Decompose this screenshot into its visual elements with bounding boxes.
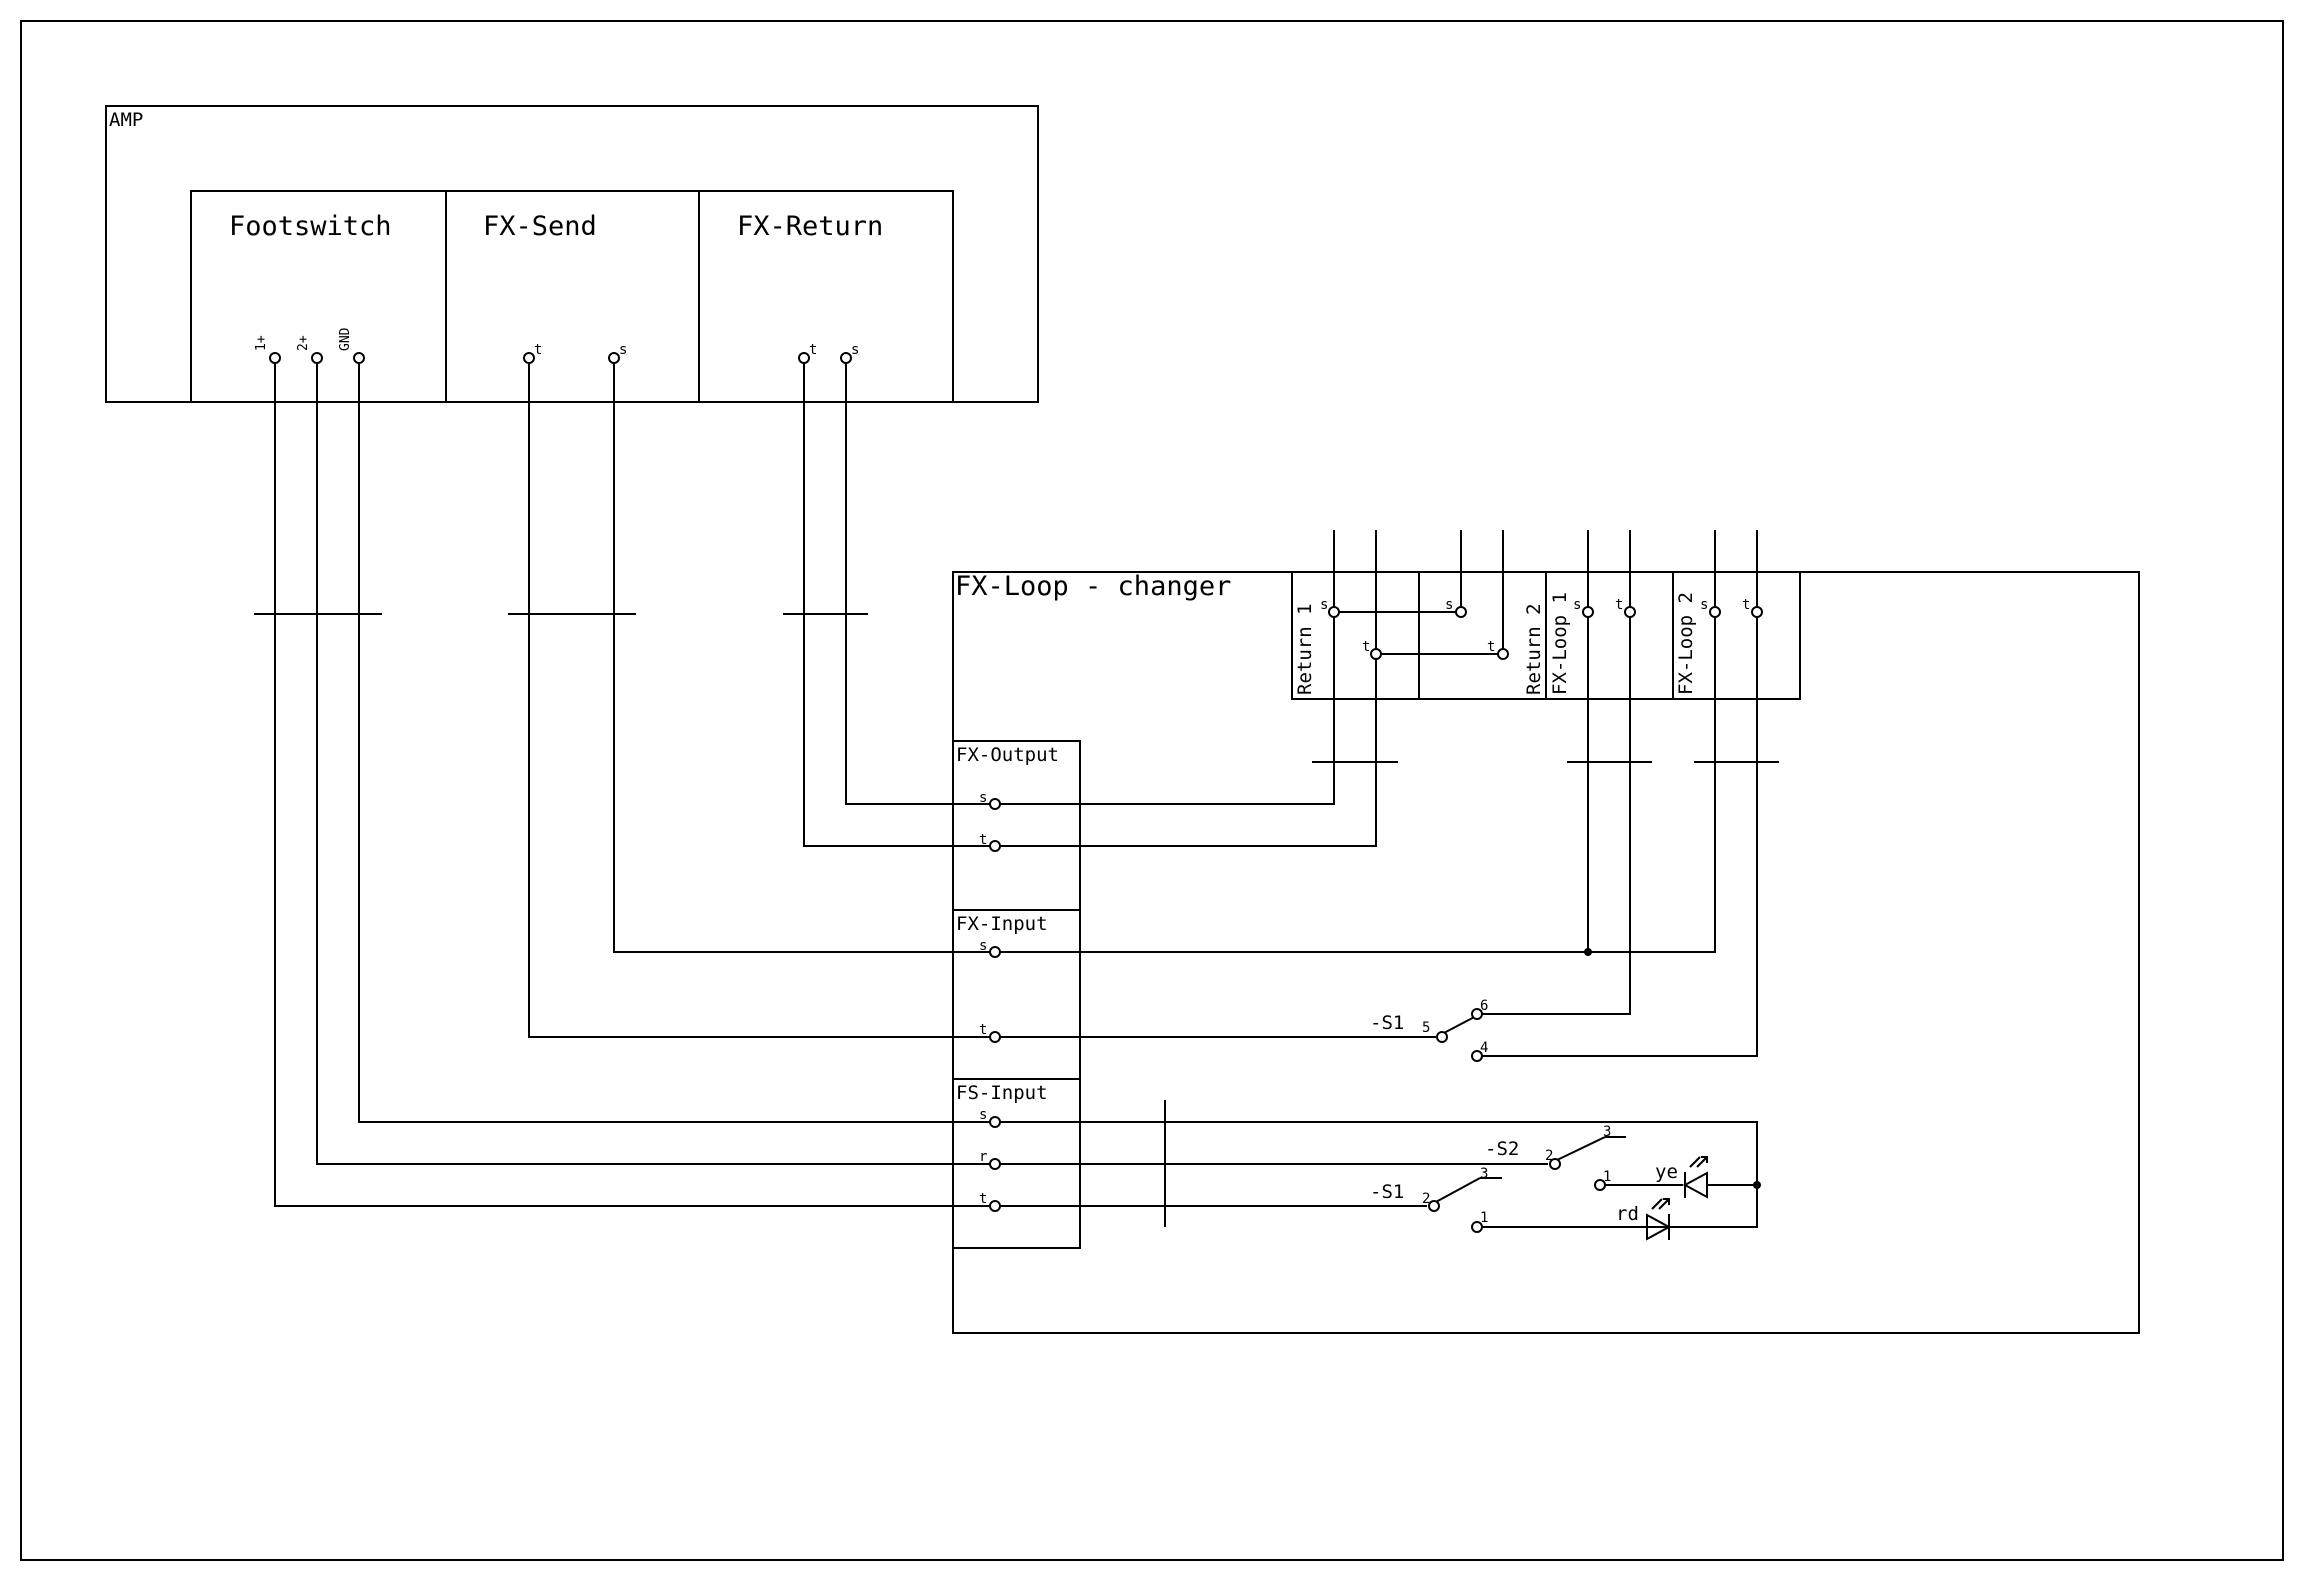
fx-output-s-label: s bbox=[979, 790, 987, 806]
amp-title: AMP bbox=[109, 109, 143, 131]
jack-fxloop2-label: FX-Loop 2 bbox=[1675, 592, 1697, 695]
fs-input-r-label: r bbox=[979, 1149, 987, 1165]
jack-return1-s-label: s bbox=[1320, 597, 1328, 613]
switch-s1-bottom-pin3: 3 bbox=[1480, 1166, 1488, 1182]
switch-s1-top-pin6: 6 bbox=[1480, 998, 1488, 1014]
fs-input-s-label: s bbox=[979, 1107, 987, 1123]
jack-fxloop1-s-label: s bbox=[1573, 597, 1581, 613]
fx-input-jack bbox=[952, 909, 1081, 1080]
fx-input-label: FX-Input bbox=[956, 913, 1048, 935]
switch-s2-pin1: 1 bbox=[1603, 1169, 1611, 1185]
jack-return1-label: Return 1 bbox=[1294, 603, 1316, 695]
jack-fxloop1-t-label: t bbox=[1615, 597, 1623, 613]
switch-s1-top-label: -S1 bbox=[1370, 1012, 1404, 1034]
jack-return2-s-label: s bbox=[1445, 597, 1453, 613]
fs-input-label: FS-Input bbox=[956, 1082, 1048, 1104]
led-red: rd bbox=[1616, 1198, 1672, 1241]
cable-markers bbox=[254, 613, 1779, 1227]
switch-s1-bottom-label: -S1 bbox=[1370, 1181, 1404, 1203]
switch-s1-top-pin5: 5 bbox=[1422, 1020, 1430, 1036]
wires bbox=[274, 358, 1758, 1228]
changer-box: FX-Loop - changer Return 1 Return 2 FX-L… bbox=[952, 571, 2140, 1334]
footswitch-pin1-label: 1+ bbox=[254, 335, 269, 351]
changer-title: FX-Loop - changer bbox=[955, 571, 1231, 602]
switch-s1-top: -S1 5 6 4 bbox=[1370, 998, 1488, 1056]
fx-return-tip-label: t bbox=[809, 342, 817, 358]
jack-fxloop2 bbox=[1672, 571, 1801, 700]
fx-return-label: FX-Return bbox=[737, 211, 883, 242]
fs-input-t-label: t bbox=[979, 1191, 987, 1207]
jack-return2-label: Return 2 bbox=[1523, 603, 1545, 695]
fx-output-label: FX-Output bbox=[956, 744, 1059, 766]
switch-s1-top-pin4: 4 bbox=[1480, 1040, 1488, 1056]
fx-input-t-label: t bbox=[979, 1022, 987, 1038]
junction-dots bbox=[1584, 948, 1761, 1189]
switch-s1-bottom-pin1: 1 bbox=[1480, 1210, 1488, 1226]
jack-return2-t-label: t bbox=[1487, 639, 1495, 655]
fx-return-sleeve-label: s bbox=[851, 342, 859, 358]
jack-fxloop2-t-label: t bbox=[1742, 597, 1750, 613]
led-red-label: rd bbox=[1616, 1203, 1639, 1225]
footswitch-pin2-label: 2+ bbox=[296, 335, 311, 351]
switch-s2-pin2: 2 bbox=[1545, 1148, 1553, 1164]
fx-send-label: FX-Send bbox=[483, 211, 597, 242]
fx-return-jack bbox=[698, 190, 954, 403]
sheet-border bbox=[20, 20, 2284, 1561]
switch-s2: -S2 2 3 1 bbox=[1485, 1124, 1626, 1185]
switch-s2-label: -S2 bbox=[1485, 1138, 1519, 1160]
fx-output-jack bbox=[952, 740, 1081, 911]
led-yellow: ye bbox=[1655, 1156, 1708, 1199]
footswitch-label: Footswitch bbox=[229, 211, 392, 242]
footswitch-gnd-label: GND bbox=[338, 327, 353, 351]
fx-send-tip-label: t bbox=[534, 342, 542, 358]
switch-s1-bottom-pin2: 2 bbox=[1422, 1191, 1430, 1207]
jack-return1-t-label: t bbox=[1362, 639, 1370, 655]
switch-s1-bottom: -S1 2 3 1 bbox=[1370, 1166, 1502, 1226]
jack-fxloop2-s-label: s bbox=[1700, 597, 1708, 613]
fx-send-sleeve-label: s bbox=[619, 342, 627, 358]
fx-output-t-label: t bbox=[979, 832, 987, 848]
fx-input-s-label: s bbox=[979, 938, 987, 954]
amp-box: AMP Footswitch FX-Send FX-Return 1+ 2+ G… bbox=[105, 105, 1039, 403]
terminals bbox=[269, 352, 1763, 1233]
led-yellow-label: ye bbox=[1655, 1161, 1678, 1183]
switch-s2-pin3: 3 bbox=[1603, 1124, 1611, 1140]
jack-fxloop1-label: FX-Loop 1 bbox=[1549, 592, 1571, 695]
